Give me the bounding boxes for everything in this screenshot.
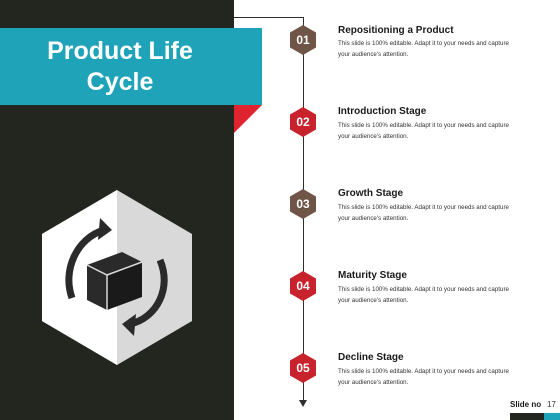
timeline-top-connector — [234, 17, 304, 18]
stage-number-hex: 04 — [290, 271, 316, 301]
slide-number: 17 — [547, 400, 556, 409]
box-rotate-icon — [42, 190, 192, 365]
stage-title: Repositioning a Product — [338, 25, 454, 36]
stage-description: This slide is 100% editable. Adapt it to… — [338, 286, 509, 304]
stage-number-hex: 02 — [290, 107, 316, 137]
stage-description: This slide is 100% editable. Adapt it to… — [338, 40, 509, 58]
footer-bar-accent — [544, 413, 560, 420]
stage-number-hex: 03 — [290, 189, 316, 219]
stage-title: Growth Stage — [338, 188, 404, 199]
stage-title: Introduction Stage — [338, 106, 427, 117]
timeline-end-arrow — [299, 400, 307, 407]
stage-description: This slide is 100% editable. Adapt it to… — [338, 122, 509, 140]
banner-fold — [234, 105, 262, 133]
footer-bar-dark — [510, 413, 544, 420]
stage-title: Maturity Stage — [338, 270, 407, 281]
slide-number-label: Slide no — [510, 400, 542, 409]
stage-title: Decline Stage — [338, 352, 404, 363]
page-title: Product Life Cycle — [47, 36, 193, 96]
stage-description: This slide is 100% editable. Adapt it to… — [338, 204, 509, 222]
title-banner: Product Life Cycle — [0, 28, 262, 105]
stage-description: This slide is 100% editable. Adapt it to… — [338, 368, 509, 386]
stage-number-hex: 05 — [290, 353, 316, 383]
stage-number-hex: 01 — [290, 25, 316, 55]
